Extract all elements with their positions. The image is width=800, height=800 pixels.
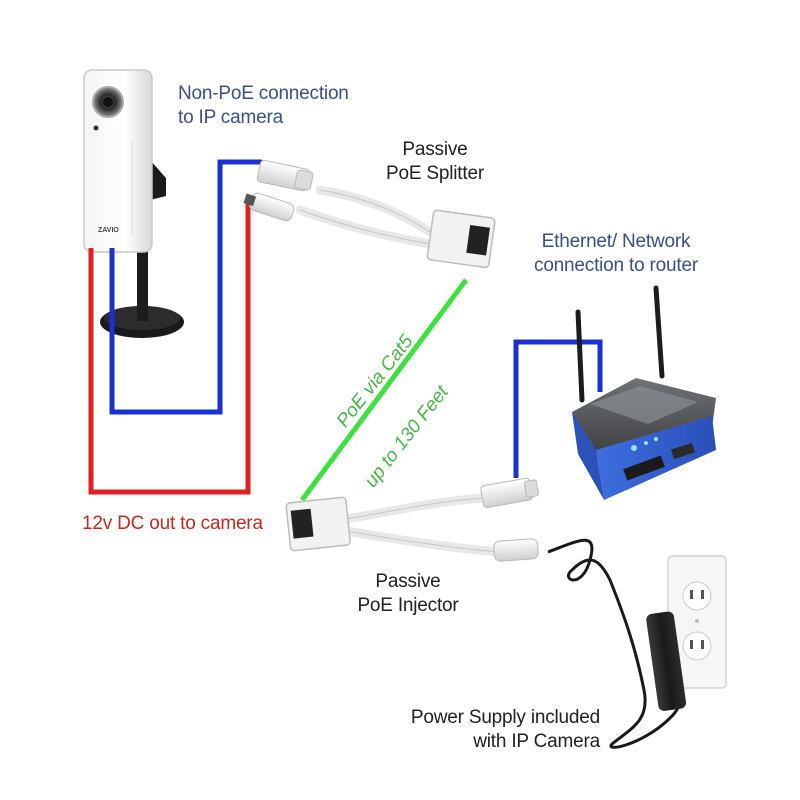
blue-data-wire-router <box>513 339 603 478</box>
injector-label-line2: PoE Injector <box>357 595 459 616</box>
router-led-light <box>631 445 637 451</box>
splitter-label-line1: Passive <box>402 139 468 160</box>
splitter-dc-plug <box>249 192 295 222</box>
ethernet-label-line1: Ethernet/ Network <box>541 231 691 252</box>
poe-splitter <box>243 159 496 269</box>
red-dc-wire <box>88 202 251 495</box>
power-supply-label: Power Supply included with IP Camera <box>400 706 600 754</box>
power-supply <box>547 538 727 749</box>
router-antenna-left <box>575 309 585 403</box>
non-poe-label-line1: Non-PoE connection <box>178 83 349 104</box>
router-side-panel <box>572 412 604 500</box>
power-supply-label-line1: Power Supply included <box>410 707 600 728</box>
blue-data-wire-camera <box>109 159 262 415</box>
splitter-label-line2: PoE Splitter <box>386 163 484 184</box>
wireless-router <box>572 285 716 500</box>
camera-mount <box>150 160 166 200</box>
injector-label: Passive PoE Injector <box>348 570 468 618</box>
camera-led <box>93 125 99 131</box>
injector-dc-jack <box>493 538 539 562</box>
poe-cat5-wire <box>299 278 469 502</box>
router-antenna-right <box>653 285 665 379</box>
outlet-socket-top <box>682 581 712 611</box>
ethernet-label-line2: connection to router <box>534 255 698 276</box>
camera-stand <box>137 245 148 321</box>
power-supply-label-line2: with IP Camera <box>473 731 600 752</box>
non-poe-label-line2: to IP camera <box>178 107 283 128</box>
non-poe-label: Non-PoE connection to IP camera <box>178 82 349 130</box>
injector-label-line1: Passive <box>375 571 441 592</box>
dc-out-label: 12v DC out to camera <box>82 513 263 534</box>
ethernet-label: Ethernet/ Network connection to router <box>526 230 706 278</box>
ip-camera: ZAVIO <box>83 69 184 338</box>
splitter-label: Passive PoE Splitter <box>370 138 500 186</box>
camera-brand-logo: ZAVIO <box>98 227 119 234</box>
outlet-socket-bottom <box>682 631 712 661</box>
poe-injector <box>285 477 539 562</box>
power-adapter <box>646 611 687 711</box>
